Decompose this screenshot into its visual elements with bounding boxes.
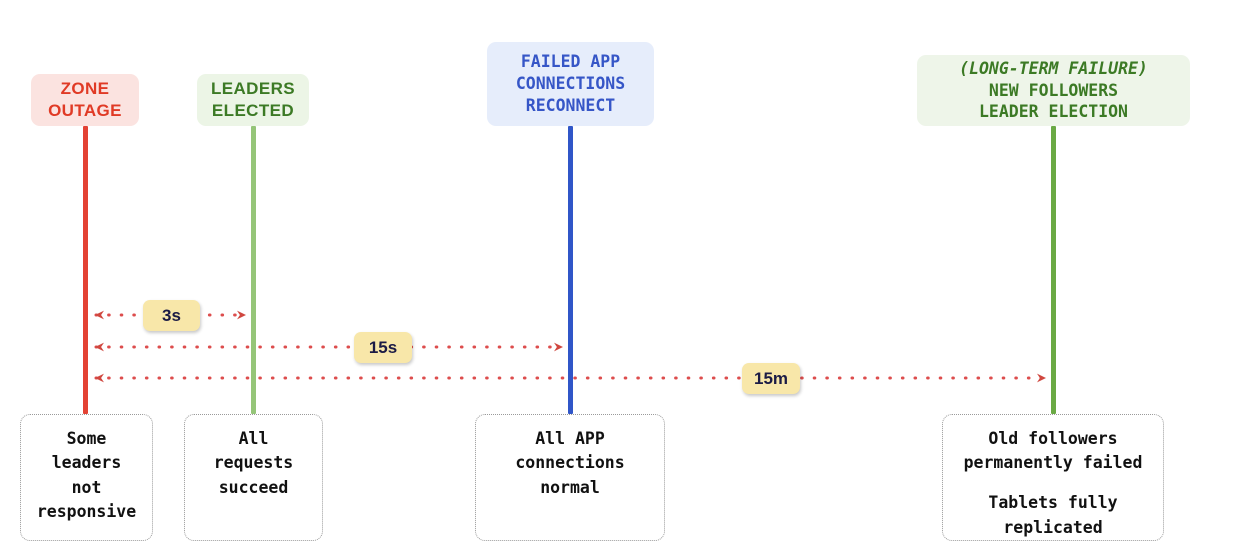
event-line-failed-app-connections <box>568 126 573 414</box>
event-label-line: ELECTED <box>211 101 295 120</box>
outcome-box-zone-outage: Some leaders not responsive <box>20 414 153 541</box>
event-line-new-followers-leader-election <box>1051 126 1056 414</box>
event-label-failed-app-connections: FAILED APP CONNECTIONS RECONNECT <box>487 42 654 126</box>
outcome-line: Tablets fully <box>988 493 1118 513</box>
outcome-line: responsive <box>36 502 137 522</box>
event-label-leaders-elected: LEADERS ELECTED <box>197 74 309 126</box>
outcome-line: connections <box>515 453 625 473</box>
event-line-leaders-elected <box>251 126 256 414</box>
outcome-line: All APP <box>535 429 605 448</box>
event-label-line: (LONG-TERM FAILURE) <box>959 58 1148 78</box>
outcome-box-leaders-elected: All requests succeed <box>184 414 323 541</box>
outcome-line: All <box>238 429 269 448</box>
outcome-line: permanently failed <box>963 453 1143 473</box>
outcome-line: normal <box>540 477 600 497</box>
outcome-line: replicated <box>1003 517 1103 537</box>
event-label-line: OUTAGE <box>48 101 122 120</box>
event-label-line: FAILED APP <box>520 52 621 72</box>
outcome-line: requests <box>213 453 294 473</box>
event-label-new-followers-leader-election: (LONG-TERM FAILURE) NEW FOLLOWERS LEADER… <box>917 55 1190 126</box>
outcome-box-new-followers-leader-election: Old followers permanently failed Tablets… <box>942 414 1164 541</box>
event-label-line: LEADER ELECTION <box>978 102 1128 122</box>
outcome-line: Old followers <box>988 429 1118 448</box>
event-label-zone-outage: ZONE OUTAGE <box>31 74 139 126</box>
outcome-line: not <box>71 477 102 497</box>
duration-badge-3s: 3s <box>143 300 200 331</box>
event-label-line: LEADERS <box>210 78 296 98</box>
event-line-zone-outage <box>83 126 88 414</box>
outcome-line: succeed <box>218 477 289 497</box>
event-label-line: RECONNECT <box>525 95 616 115</box>
duration-badge-15m: 15m <box>742 363 800 394</box>
outcome-line: leaders <box>51 453 122 473</box>
outcome-line: Some <box>66 429 107 448</box>
event-label-line: NEW FOLLOWERS <box>988 80 1119 100</box>
outcome-box-failed-app-connections: All APP connections normal <box>475 414 665 541</box>
event-label-line: ZONE <box>60 78 110 98</box>
duration-badge-15s: 15s <box>354 332 412 363</box>
event-label-line: CONNECTIONS <box>515 74 626 94</box>
